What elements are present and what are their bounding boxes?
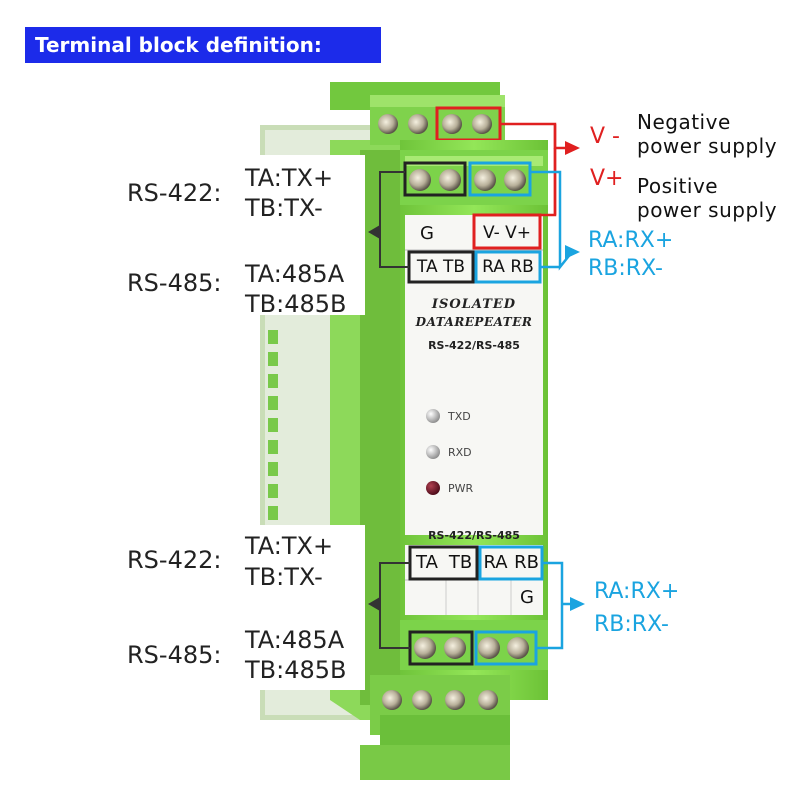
bottom-front-terminal-block [400,620,548,670]
vminus-vplus-label: V- V+ [482,223,532,243]
tx-connector-lines [368,171,410,649]
title-banner: Terminal block definition: [25,27,381,63]
rs422-label-top: RS-422: [127,179,222,207]
rs422-tb-top: TB:TX- [245,194,323,222]
bottom-left-label-bg [125,525,365,690]
rs422-label-bottom: RS-422: [127,546,222,574]
rs485-ta-bottom: TA:485A [245,626,345,654]
g-label-bottom: G [520,587,534,608]
power-connector-lines [500,122,580,217]
v-minus-label: V - [590,124,620,149]
g-label-top: G [420,223,434,244]
ta-tb-label-top: TA TB [416,257,466,277]
rb-terminal-bottom: RB [514,552,539,573]
top-rear-terminal-block [370,95,505,145]
txd-led [426,409,440,423]
bottom-rx-connector-lines [536,561,585,650]
v-plus-label: V+ [590,166,624,191]
brand-line1: ISOLATED [431,297,517,312]
rs422-tb-bottom: TB:TX- [245,563,323,591]
positive-line1: Positive [637,174,719,198]
top-rx-connector-lines [530,170,580,271]
model-top: RS-422/RS-485 [428,339,520,352]
rs485-tb-bottom: TB:485B [245,656,347,684]
bottom-rear-terminal-block [360,675,510,780]
positive-line2: power supply [637,198,778,222]
rs485-label-top: RS-485: [127,269,222,297]
top-front-terminal-block [400,150,548,205]
rb-label-top: RB:RX- [588,256,663,281]
rs485-label-bottom: RS-485: [127,641,222,669]
txd-label: TXD [448,410,471,423]
rs422-ta-bottom: TA:TX+ [245,532,334,560]
rxd-label: RXD [448,446,472,459]
rs422-ta-top: TA:TX+ [245,164,334,192]
pwr-label: PWR [448,482,474,495]
ra-terminal-bottom: RA [483,552,508,573]
ra-label-top: RA:RX+ [588,228,674,253]
top-left-label-bg [125,155,365,315]
rs485-ta-top: TA:485A [245,260,345,288]
ta-label-bottom: TA [416,552,438,573]
ra-rb-label-top: RA RB [482,257,534,277]
pwr-led [426,481,440,495]
rs485-tb-top: TB:485B [245,290,347,318]
brand-line2: DATAREPEATER [415,315,533,329]
model-bottom: RS-422/RS-485 [428,529,520,542]
ra-label-bottom: RA:RX+ [594,579,680,604]
negative-line1: Negative [637,110,731,134]
tb-label-bottom: TB [448,552,473,573]
negative-line2: power supply [637,134,778,158]
rxd-led [426,445,440,459]
rb-label-bottom: RB:RX- [594,612,669,637]
bottom-label-grid [405,545,544,615]
